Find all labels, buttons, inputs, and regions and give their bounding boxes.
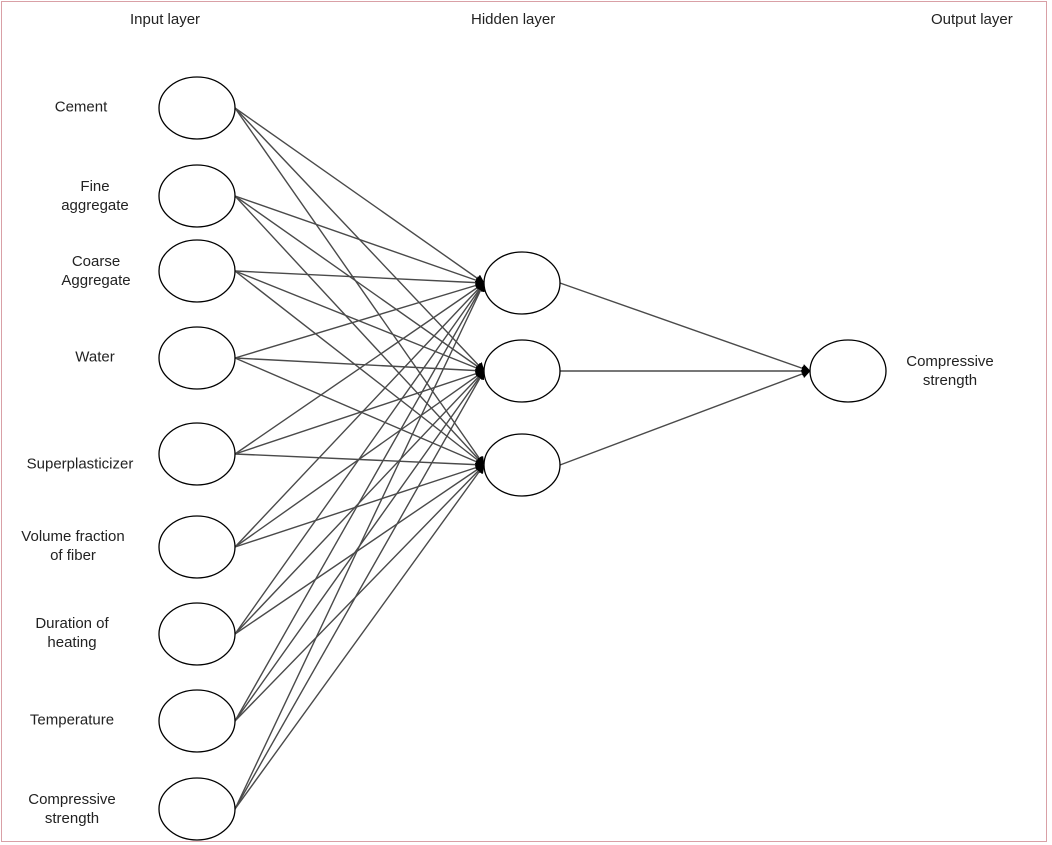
output-label-compressive-strength: Compressive strength <box>906 353 994 389</box>
input-node-1 <box>158 76 236 140</box>
nodes <box>158 76 887 841</box>
input-label-compressive-strength: Compressive strength <box>28 791 116 827</box>
edge-input-5-to-hidden-1 <box>234 282 485 455</box>
input-label-cement: Cement <box>54 98 108 116</box>
edge-input-1-to-hidden-1 <box>234 107 485 284</box>
input-layer-title: Input layer <box>130 11 201 28</box>
edge-input-4-to-hidden-2 <box>234 357 485 376</box>
edge-input-2-to-hidden-3 <box>234 195 485 466</box>
input-label-coarse-aggregate: Coarse Aggregate <box>61 253 131 289</box>
edge-input-9-to-hidden-1 <box>234 282 485 810</box>
edge-input-3-to-hidden-1 <box>234 270 485 288</box>
edge-input-6-to-hidden-3 <box>234 463 485 548</box>
edge-input-8-to-hidden-3 <box>234 464 485 722</box>
input-label-duration-of-heating: Duration of heating <box>35 615 109 651</box>
edge-input-6-to-hidden-1 <box>234 282 485 548</box>
edge-hidden-1-to-output-1 <box>559 282 811 373</box>
input-label-temperature: Temperature <box>29 711 115 729</box>
output-layer-title: Output layer <box>931 11 1013 28</box>
input-node-5 <box>158 422 236 486</box>
input-label-water: Water <box>75 348 115 366</box>
edge-input-2-to-hidden-2 <box>234 195 485 372</box>
input-node-9 <box>158 777 236 841</box>
edge-input-4-to-hidden-1 <box>234 281 485 359</box>
edge-input-2-to-hidden-1 <box>234 195 485 285</box>
edge-input-8-to-hidden-1 <box>234 282 485 722</box>
input-label-fine-aggregate: Fine aggregate <box>61 178 129 214</box>
input-label-volume-fraction: Volume fraction of fiber <box>21 528 125 564</box>
edge-input-1-to-hidden-3 <box>234 107 485 466</box>
hidden-node-2 <box>483 339 561 403</box>
input-label-superplasticizer: Superplasticizer <box>26 455 134 473</box>
connections <box>234 107 811 810</box>
input-node-6 <box>158 515 236 579</box>
input-node-2 <box>158 164 236 228</box>
hidden-node-1 <box>483 251 561 315</box>
edge-input-4-to-hidden-3 <box>234 357 485 466</box>
output-node-1 <box>809 339 887 403</box>
hidden-node-3 <box>483 433 561 497</box>
input-node-7 <box>158 602 236 666</box>
edge-input-9-to-hidden-2 <box>234 370 485 810</box>
hidden-layer-title: Hidden layer <box>471 11 556 28</box>
edge-input-7-to-hidden-3 <box>234 464 485 635</box>
input-node-4 <box>158 326 236 390</box>
edge-hidden-3-to-output-1 <box>559 369 811 466</box>
input-node-3 <box>158 239 236 303</box>
edge-input-7-to-hidden-1 <box>234 282 485 635</box>
input-node-8 <box>158 689 236 753</box>
edge-input-9-to-hidden-3 <box>234 464 485 810</box>
edge-input-5-to-hidden-2 <box>234 369 485 455</box>
